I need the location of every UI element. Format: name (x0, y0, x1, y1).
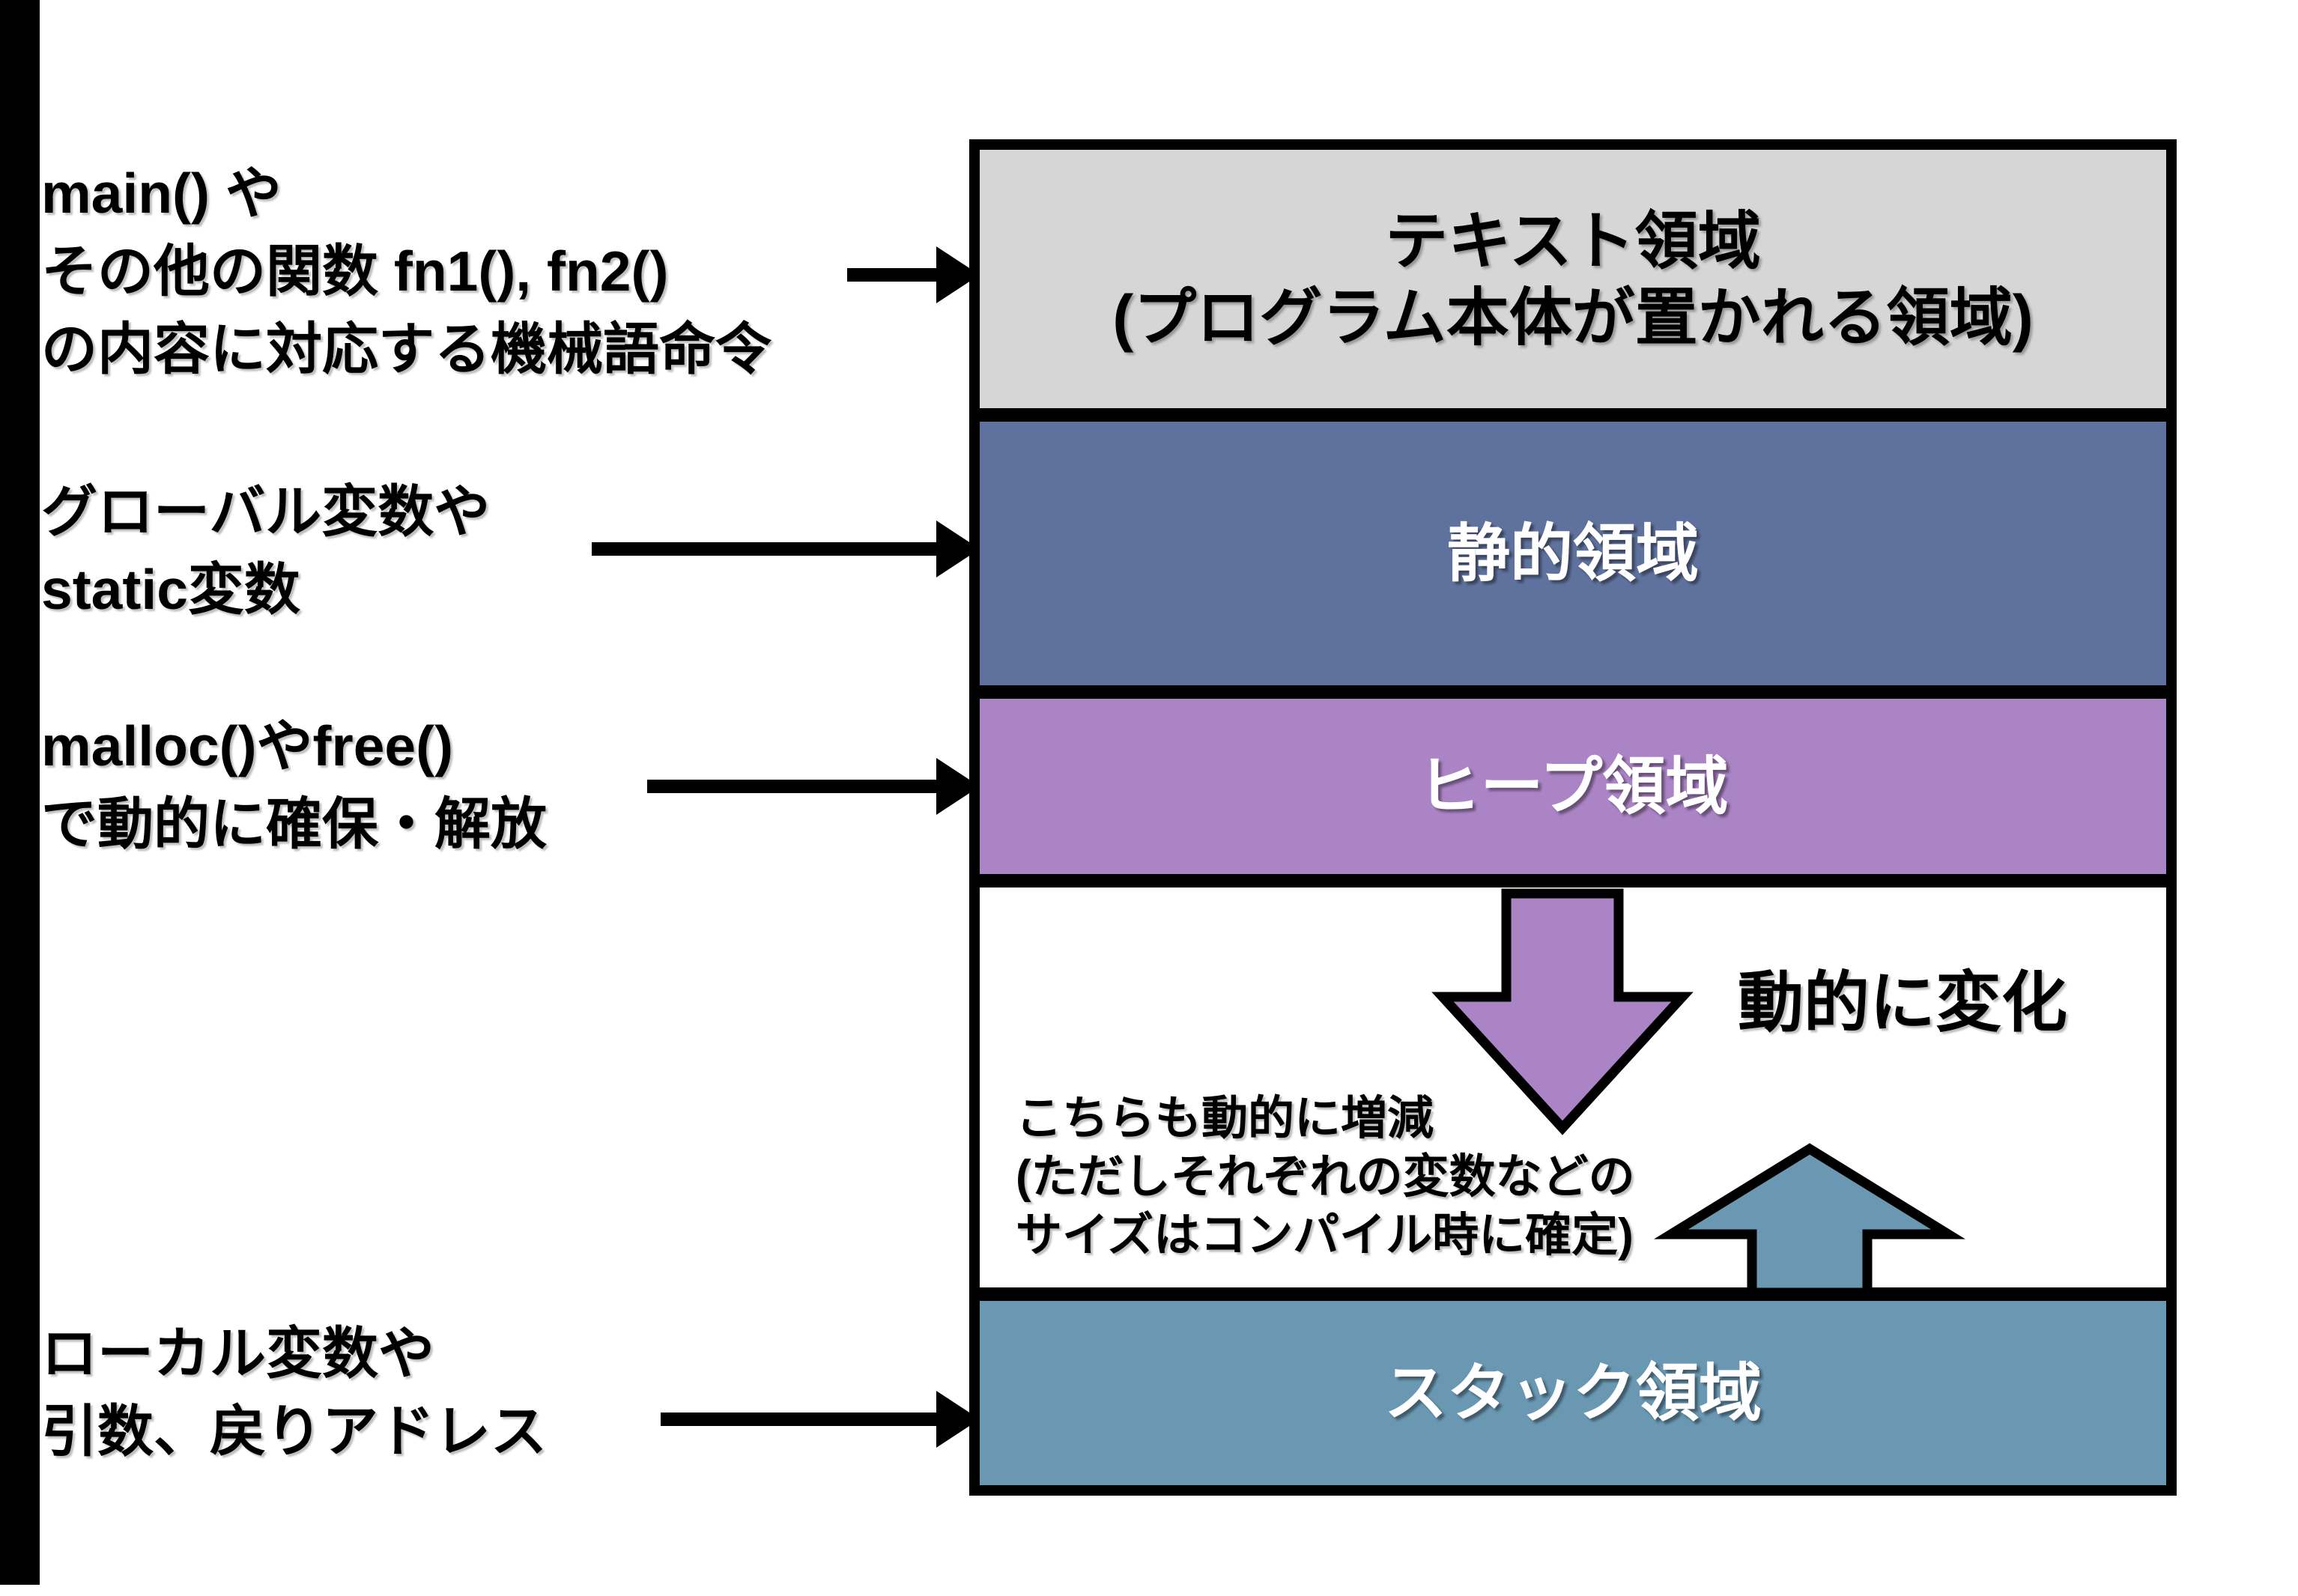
annotation-line: サイズはコンパイル時に確定) (1016, 1210, 1634, 1261)
label-line: で動的に確保・解放 (41, 792, 548, 855)
annotation-line: こちらも動的に増減 (1016, 1093, 1434, 1144)
stack-growth-annotation: こちらも動的に増減 (ただしそれぞれの変数などの サイズはコンパイル時に確定) (1016, 1090, 1635, 1265)
arrow-shaft (847, 268, 936, 282)
arrow-to-heap-region-icon (647, 758, 980, 815)
label-line: 引数、戻りアドレス (41, 1400, 548, 1463)
region-divider (980, 874, 2166, 887)
region-static-title: 静的領域 (1446, 518, 1699, 589)
label-line: の内容に対応する機械語命令 (41, 318, 772, 380)
label-heap-region: malloc()やfree() で動的に確保・解放 (41, 707, 547, 863)
heap-grow-down-arrow-icon (1431, 888, 1694, 1135)
label-line: main() や (41, 162, 282, 225)
memory-box: テキスト領域 (プログラム本体が置かれる領域) 静的領域 ヒープ領域 スタック領… (969, 139, 2177, 1496)
label-line: ローカル変数や (41, 1322, 435, 1385)
label-static-region: グローバル変数や static変数 (41, 473, 490, 628)
arrow-shaft (592, 542, 936, 556)
label-line: static変数 (41, 558, 300, 621)
label-line: グローバル変数や (41, 480, 491, 543)
region-text-subtitle: (プログラム本体が置かれる領域) (1112, 282, 2034, 353)
left-edge-bar (0, 0, 40, 1585)
region-divider (980, 408, 2166, 422)
region-divider (980, 685, 2166, 699)
region-text: テキスト領域 (プログラム本体が置かれる領域) (980, 150, 2166, 408)
arrow-shaft (647, 780, 936, 793)
region-stack-title: スタック領域 (1383, 1358, 1762, 1428)
label-text-region: main() や その他の関数 fn1(), fn2() の内容に対応する機械語… (41, 154, 771, 388)
arrow-to-stack-region-icon (661, 1391, 980, 1448)
label-stack-region: ローカル変数や 引数、戻りアドレス (41, 1314, 547, 1470)
arrow-to-static-region-icon (592, 521, 980, 577)
label-line: malloc()やfree() (41, 714, 454, 777)
region-heap: ヒープ領域 (980, 699, 2166, 874)
annotation-line: (ただしそれぞれの変数などの (1016, 1151, 1635, 1203)
region-static: 静的領域 (980, 422, 2166, 685)
region-stack: スタック領域 (980, 1301, 2166, 1485)
arrow-to-text-region-icon (847, 246, 980, 303)
region-heap-title: ヒープ領域 (1417, 751, 1729, 822)
region-text-title: テキスト領域 (1385, 205, 1761, 276)
stack-grow-up-arrow-icon (1654, 1143, 1965, 1298)
heap-growth-annotation: 動的に変化 (1738, 965, 2068, 1040)
label-line: その他の関数 fn1(), fn2() (41, 240, 669, 303)
region-divider (980, 1287, 2166, 1301)
arrow-shaft (661, 1413, 936, 1426)
